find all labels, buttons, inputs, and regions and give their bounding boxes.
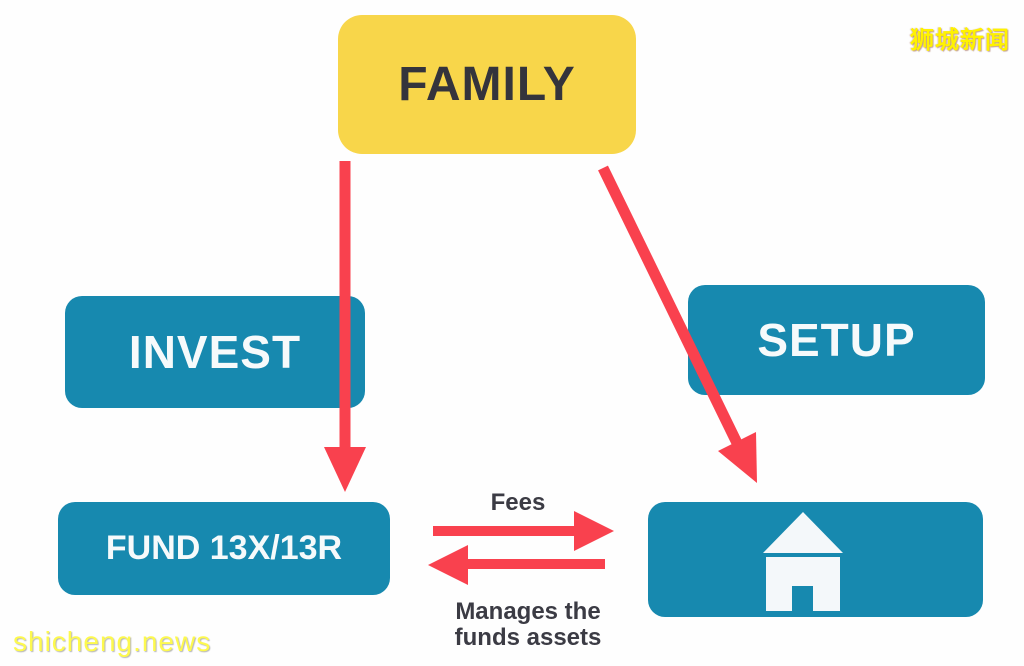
watermark-chinese: 狮城新闻 (910, 27, 1010, 54)
watermark-site-url: shicheng.news (13, 626, 212, 657)
arrow-fees-right (433, 511, 614, 551)
node-fund-manager (648, 502, 983, 617)
house-icon (763, 512, 843, 611)
arrow-manages-left (428, 545, 605, 585)
node-family: FAMILY (338, 15, 636, 154)
edge-label-fees: Fees (490, 489, 546, 517)
edge-label-manages: Manages the funds assets (455, 599, 602, 651)
node-family-label: FAMILY (398, 58, 576, 111)
edge-label-manages-line2: funds assets (454, 624, 602, 651)
edge-label-manages-line1: Manages the (455, 598, 601, 626)
node-setup-label: SETUP (757, 314, 916, 366)
node-fund-13x-13r: FUND 13X/13R (58, 502, 390, 595)
node-invest: INVEST (65, 296, 365, 408)
node-fund-label: FUND 13X/13R (105, 529, 343, 567)
node-setup: SETUP (688, 285, 985, 395)
node-invest-label: INVEST (128, 326, 302, 378)
